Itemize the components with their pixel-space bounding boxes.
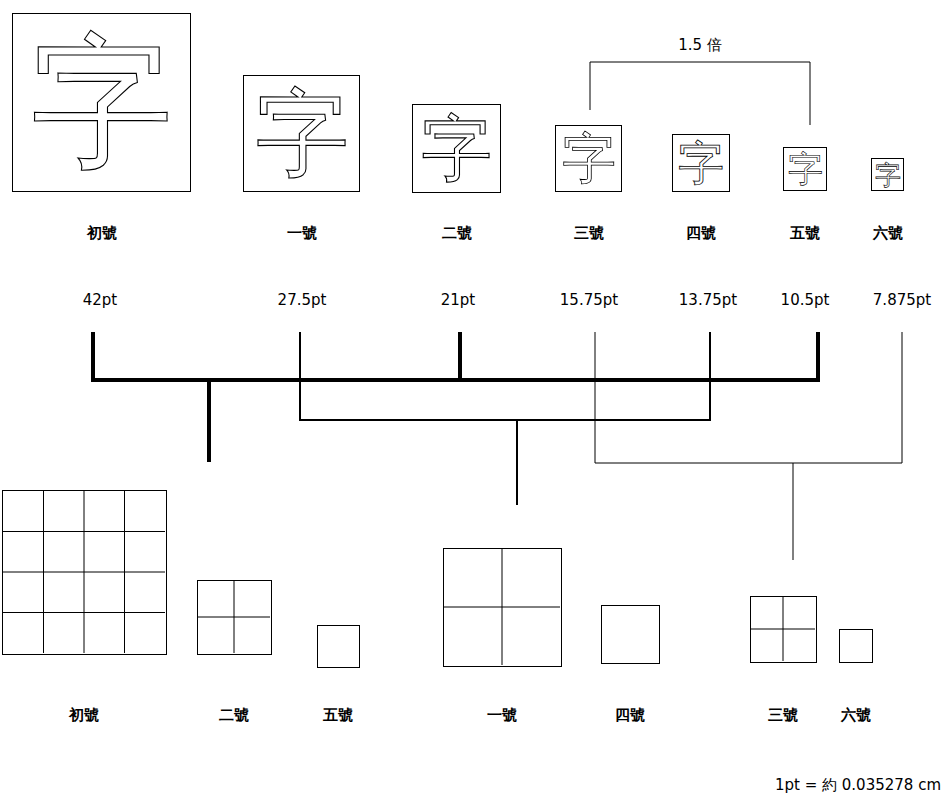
type-size-box: 字初號 xyxy=(12,13,191,192)
sample-character: 字 xyxy=(421,113,492,184)
sample-character: 字 xyxy=(678,140,724,186)
size-name: 一號 xyxy=(487,706,517,724)
size-name: 初號 xyxy=(87,224,117,242)
sample-character: 字 xyxy=(255,87,349,181)
point-size: 7.875pt xyxy=(873,291,931,309)
size-name: 五號 xyxy=(323,706,353,724)
type-size-box: 字四號 xyxy=(672,134,730,192)
size-name: 六號 xyxy=(841,706,871,724)
grid-lines xyxy=(444,549,560,665)
grid-square: 四號 xyxy=(601,605,660,664)
grid-square: 三號 xyxy=(750,596,817,663)
grid-square: 一號 xyxy=(443,548,562,667)
type-size-box: 字五號 xyxy=(783,147,827,191)
sample-character: 字 xyxy=(30,31,173,174)
point-size: 15.75pt xyxy=(560,291,618,309)
size-name: 五號 xyxy=(790,224,820,242)
type-size-box: 字一號 xyxy=(243,75,360,192)
sample-character: 字 xyxy=(562,132,616,186)
sample-character: 字 xyxy=(875,162,901,188)
thin-bracket xyxy=(595,332,902,560)
size-name: 二號 xyxy=(442,224,472,242)
size-name: 三號 xyxy=(574,224,604,242)
grid-lines xyxy=(198,581,270,653)
ratio-label: 1.5 倍 xyxy=(678,36,722,54)
grid-square: 五號 xyxy=(317,625,360,668)
grid-square: 初號 xyxy=(2,490,167,655)
type-size-box: 字二號 xyxy=(412,104,501,193)
grid-lines xyxy=(751,597,815,661)
point-size: 42pt xyxy=(83,291,118,309)
size-name: 四號 xyxy=(615,706,645,724)
type-size-box: 字三號 xyxy=(555,125,622,192)
point-size: 21pt xyxy=(441,291,476,309)
grid-lines xyxy=(3,491,165,653)
point-size: 27.5pt xyxy=(278,291,327,309)
medium-bracket xyxy=(300,332,710,505)
sample-character: 字 xyxy=(788,152,823,187)
point-size: 10.5pt xyxy=(781,291,830,309)
size-name: 六號 xyxy=(873,224,903,242)
type-size-box: 字六號 xyxy=(871,158,904,191)
size-name: 一號 xyxy=(287,224,317,242)
unit-note: 1pt = 約 0.035278 cm xyxy=(775,776,941,794)
size-name: 四號 xyxy=(686,224,716,242)
size-name: 初號 xyxy=(69,706,99,724)
size-name: 二號 xyxy=(219,706,249,724)
point-size: 13.75pt xyxy=(679,291,737,309)
ratio-bracket xyxy=(590,62,810,125)
grid-square: 六號 xyxy=(839,629,873,663)
thick-bracket xyxy=(93,332,818,462)
grid-square: 二號 xyxy=(197,580,272,655)
size-name: 三號 xyxy=(768,706,798,724)
